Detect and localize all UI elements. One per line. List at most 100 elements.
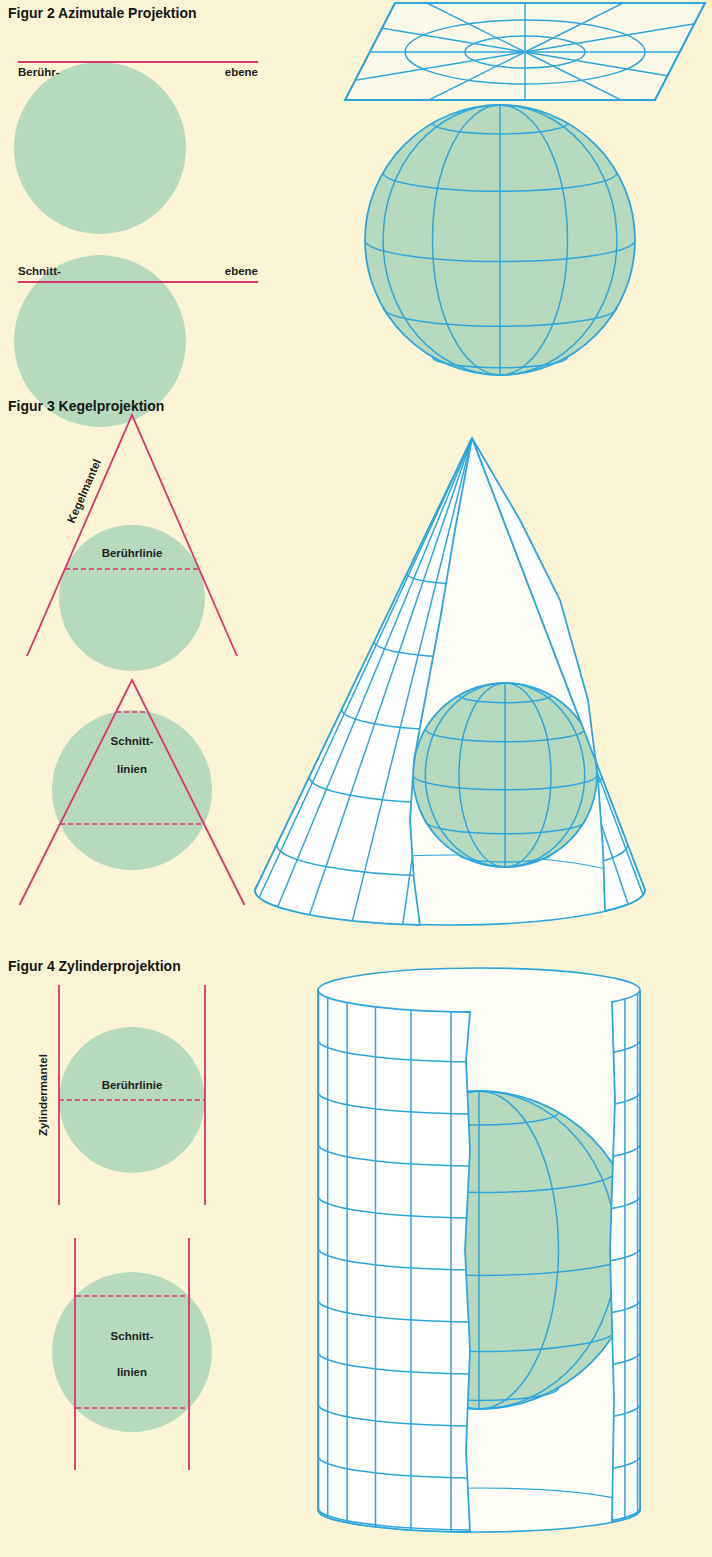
grid-line <box>478 1091 480 1409</box>
grid-line <box>374 641 549 657</box>
plane-grid <box>265 0 712 127</box>
surface-label: Kegelmantel <box>65 457 103 525</box>
grid-line <box>433 357 568 368</box>
line-label-box: Berührlinie <box>84 1078 180 1092</box>
grid-line <box>637 994 639 1514</box>
tangent-plane-outline <box>345 3 705 100</box>
label-text: ebene <box>225 66 258 78</box>
tangent-plane-line <box>18 61 258 63</box>
grid-line <box>433 123 568 134</box>
grid-line <box>602 1004 604 1524</box>
label-text: Figur 4 Zylinderprojektion <box>8 958 181 974</box>
globe-circle <box>59 1027 205 1173</box>
grid-line <box>300 52 525 90</box>
grid-line <box>479 1091 559 1409</box>
globe-circle <box>14 62 186 234</box>
grid-line <box>375 1007 377 1527</box>
grid-line <box>365 240 635 262</box>
grid-line <box>624 999 626 1519</box>
globe-circle <box>59 525 205 671</box>
plane-label: ebene <box>225 265 258 277</box>
line-label-box: Schnitt- linien <box>102 727 162 783</box>
label-text: Schnitt- <box>18 265 61 277</box>
globe-fill <box>52 1272 212 1432</box>
grid-line <box>342 709 576 730</box>
grid-line <box>524 52 526 127</box>
cone-outline <box>255 438 472 925</box>
cylinder-inside <box>318 968 640 1532</box>
plane-label: ebene <box>225 66 258 78</box>
grid-line <box>499 105 501 375</box>
grid-line <box>525 52 712 90</box>
globe-body <box>413 683 597 867</box>
grid-line <box>383 173 617 192</box>
globe-section: Schnitt- linien <box>52 1272 212 1432</box>
grid-line <box>383 105 500 375</box>
grid-line <box>525 52 655 117</box>
line-label-box: Schnitt- linien <box>102 1318 162 1390</box>
secant-plane-line <box>18 281 258 283</box>
label-text: ebene <box>225 265 258 277</box>
grid-line <box>472 438 559 919</box>
grid-line <box>505 683 551 867</box>
globe-fill <box>59 525 205 671</box>
grid-line <box>383 308 617 327</box>
figure-heading: Figur 3 Kegelprojektion <box>8 398 164 414</box>
globe-circle <box>52 710 212 870</box>
grid-line <box>425 729 584 742</box>
globe <box>413 683 597 867</box>
grid-line <box>500 105 617 375</box>
grid-line <box>327 998 329 1518</box>
line-label-box: Berührlinie <box>84 546 180 560</box>
grid-line <box>318 1144 640 1166</box>
cone-surface <box>255 438 472 925</box>
globe-section: Berührlinie <box>59 1027 205 1173</box>
line-label: Schnitt- linien <box>102 727 162 783</box>
grid-line <box>525 15 712 53</box>
label-text: Zylindermantel <box>37 1054 49 1136</box>
grid-line <box>395 52 525 117</box>
line-label: Berührlinie <box>84 1078 180 1092</box>
grid-line <box>278 438 472 906</box>
globe-body <box>365 105 635 375</box>
globe-section: Schnitt- linien <box>52 710 212 870</box>
grid-line <box>524 0 526 52</box>
grid-line <box>459 855 551 862</box>
cylinder-outline <box>610 990 640 1522</box>
label-text: Kegelmantel <box>65 457 103 525</box>
grid-line <box>395 0 525 52</box>
globe-fill <box>59 1027 205 1173</box>
figure-heading: Figur 4 Zylinderprojektion <box>8 958 181 974</box>
plane-label: Schnitt- <box>18 265 61 277</box>
grid-line <box>525 0 655 52</box>
grid-line <box>318 1508 640 1530</box>
grid-line <box>505 683 585 867</box>
cone-outline <box>472 438 645 911</box>
grid-line <box>459 683 505 867</box>
grid-line <box>450 1012 452 1532</box>
grid-line <box>318 1456 640 1478</box>
grid-line <box>309 777 602 803</box>
cylinder-surface <box>610 990 640 1522</box>
grid-line <box>472 438 510 923</box>
grid-line <box>318 1404 640 1426</box>
globe-fill <box>52 710 212 870</box>
cone-inside <box>255 438 645 925</box>
grid-line <box>472 438 628 904</box>
grid-line <box>410 1010 412 1530</box>
globe-circle <box>52 1272 212 1432</box>
plane-label: Berühr- <box>18 66 60 78</box>
grid-line <box>413 775 597 790</box>
cone-surface <box>472 438 645 911</box>
grid-line <box>433 105 500 375</box>
grid-line <box>318 1352 640 1374</box>
label-text: Berühr- <box>18 66 60 78</box>
cone-grid <box>259 438 643 925</box>
cylinder-surface <box>318 990 470 1532</box>
globe-section: Berührlinie <box>59 525 205 671</box>
grid-line <box>318 1040 640 1062</box>
figure-heading: Figur 2 Azimutale Projektion <box>8 5 197 21</box>
grid-line <box>533 1011 535 1531</box>
grid-line <box>318 1092 640 1114</box>
grid-line <box>318 1196 640 1218</box>
